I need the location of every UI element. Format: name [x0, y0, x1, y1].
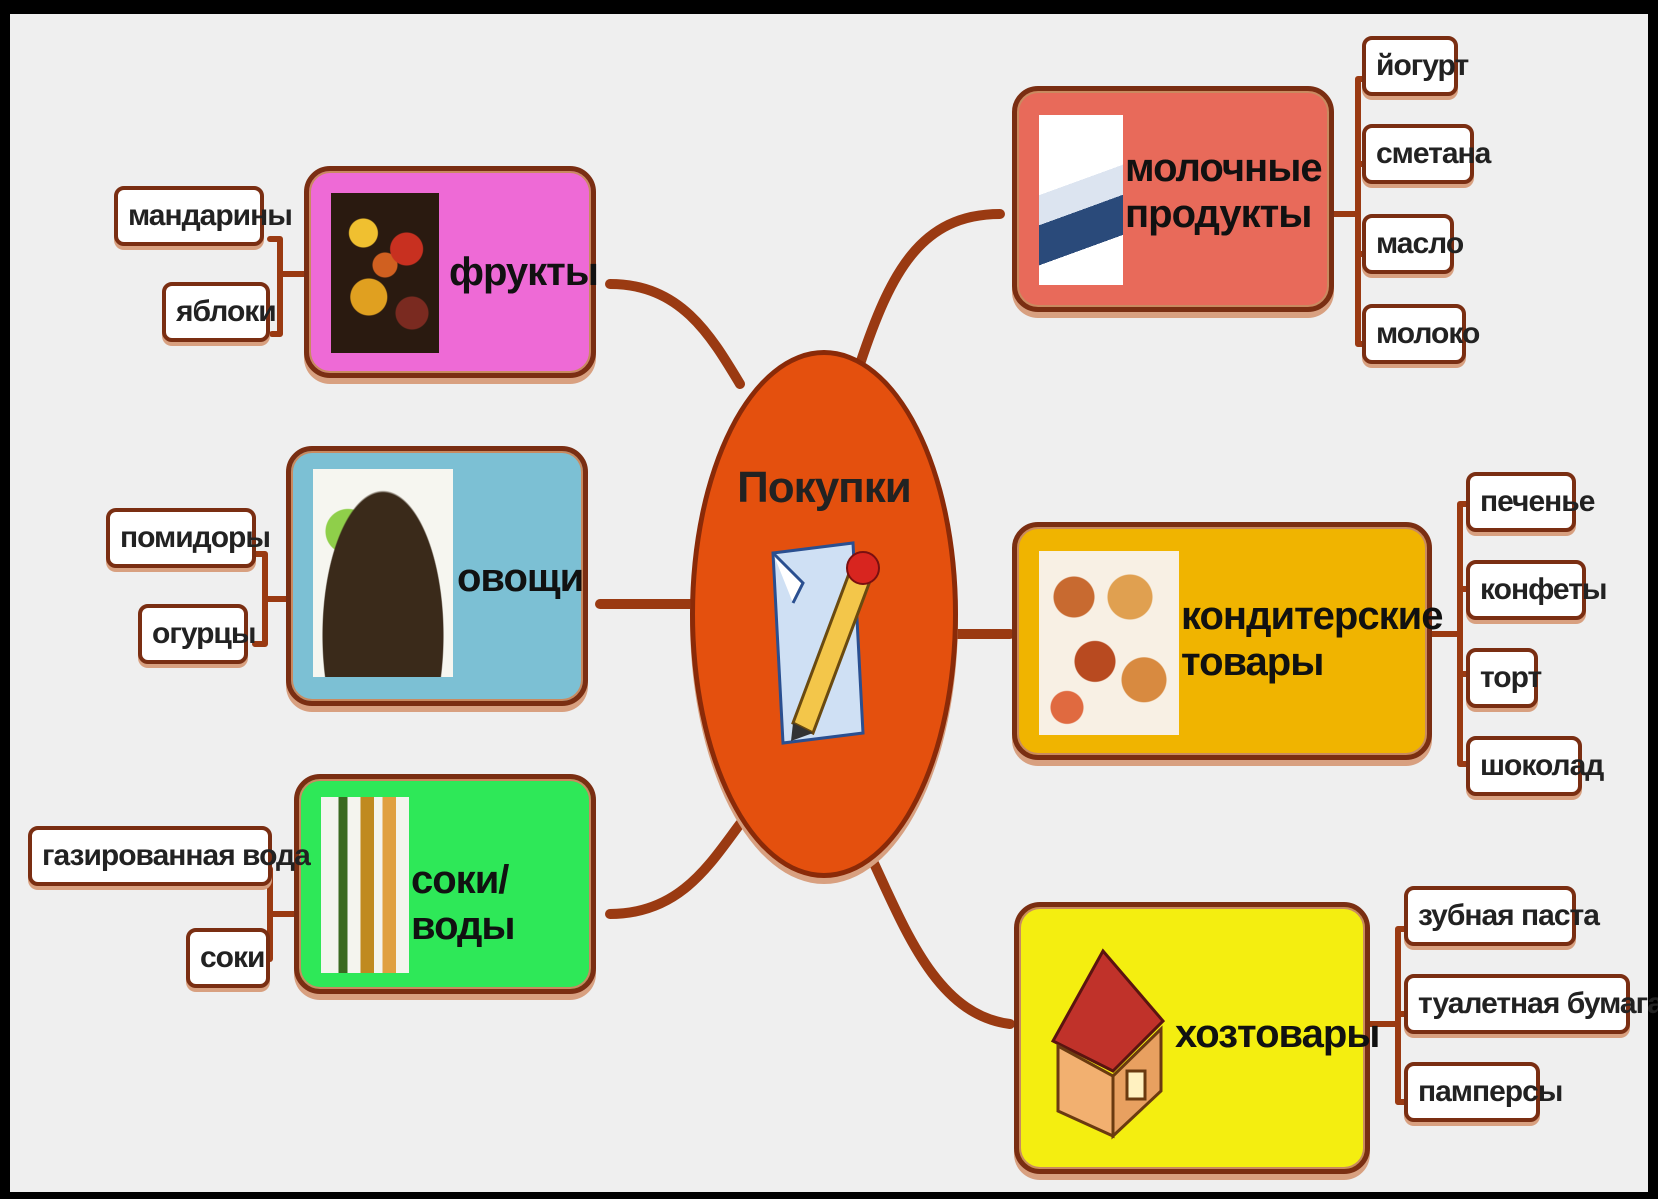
- bottles-photo: [321, 797, 409, 973]
- leaf-item[interactable]: памперсы: [1404, 1062, 1563, 1122]
- branch-label-fruits: фрукты: [449, 250, 599, 294]
- branch-drinks[interactable]: соки/воды: [294, 774, 596, 994]
- branch-household[interactable]: хозтовары: [1014, 902, 1380, 1174]
- leaf-item[interactable]: печенье: [1466, 472, 1595, 532]
- house-icon: [1050, 948, 1166, 1140]
- notepad-pencil-icon: [771, 541, 880, 745]
- leaf-item[interactable]: туалетная бумага: [1404, 974, 1658, 1034]
- leaf-item[interactable]: газированная вода: [28, 826, 311, 886]
- leaf-item[interactable]: молоко: [1362, 304, 1480, 364]
- branch-label-confectionery: кондитерские товары: [1181, 594, 1443, 684]
- center-title: Покупки: [737, 463, 912, 512]
- connector-drinks: [605, 819, 745, 919]
- leaf-item[interactable]: йогурт: [1362, 36, 1469, 96]
- leaf-item[interactable]: мандарины: [114, 186, 293, 246]
- center-node[interactable]: Покупки: [690, 350, 958, 878]
- branch-label-drinks: соки/воды: [411, 858, 516, 948]
- leaf-item[interactable]: яблоки: [162, 282, 277, 342]
- branch-confectionery[interactable]: кондитерские товары: [1012, 522, 1443, 760]
- pastries-photo: [1039, 551, 1179, 735]
- milk-carton-photo: [1039, 115, 1123, 285]
- leaf-item[interactable]: сметана: [1362, 124, 1491, 184]
- leaf-item[interactable]: зубная паста: [1404, 886, 1600, 946]
- fruits-photo: [331, 193, 439, 353]
- leaf-item[interactable]: шоколад: [1466, 736, 1604, 796]
- branch-vegetables[interactable]: овощи: [286, 446, 588, 706]
- branch-dairy[interactable]: молочные продукты: [1012, 86, 1334, 312]
- vegetable-basket-photo: [313, 469, 453, 677]
- branch-fruits[interactable]: фрукты: [304, 166, 599, 378]
- mind-map-canvas: Покупки фрукты мандарины яблоки овощи по…: [10, 14, 1658, 1192]
- leaf-item[interactable]: соки: [186, 928, 270, 988]
- branch-label-vegetables: овощи: [457, 556, 584, 600]
- leaf-item[interactable]: торт: [1466, 648, 1542, 708]
- branch-label-household: хозтовары: [1175, 1012, 1380, 1056]
- leaf-item[interactable]: конфеты: [1466, 560, 1608, 620]
- connector-dairy: [855, 209, 1005, 369]
- connector-fruits: [605, 279, 745, 389]
- leaf-item[interactable]: огурцы: [138, 604, 257, 664]
- connector-household: [855, 829, 1015, 1029]
- branch-label-dairy: молочные продукты: [1125, 146, 1323, 236]
- leaf-item[interactable]: масло: [1362, 214, 1464, 274]
- leaf-item[interactable]: помидоры: [106, 508, 271, 568]
